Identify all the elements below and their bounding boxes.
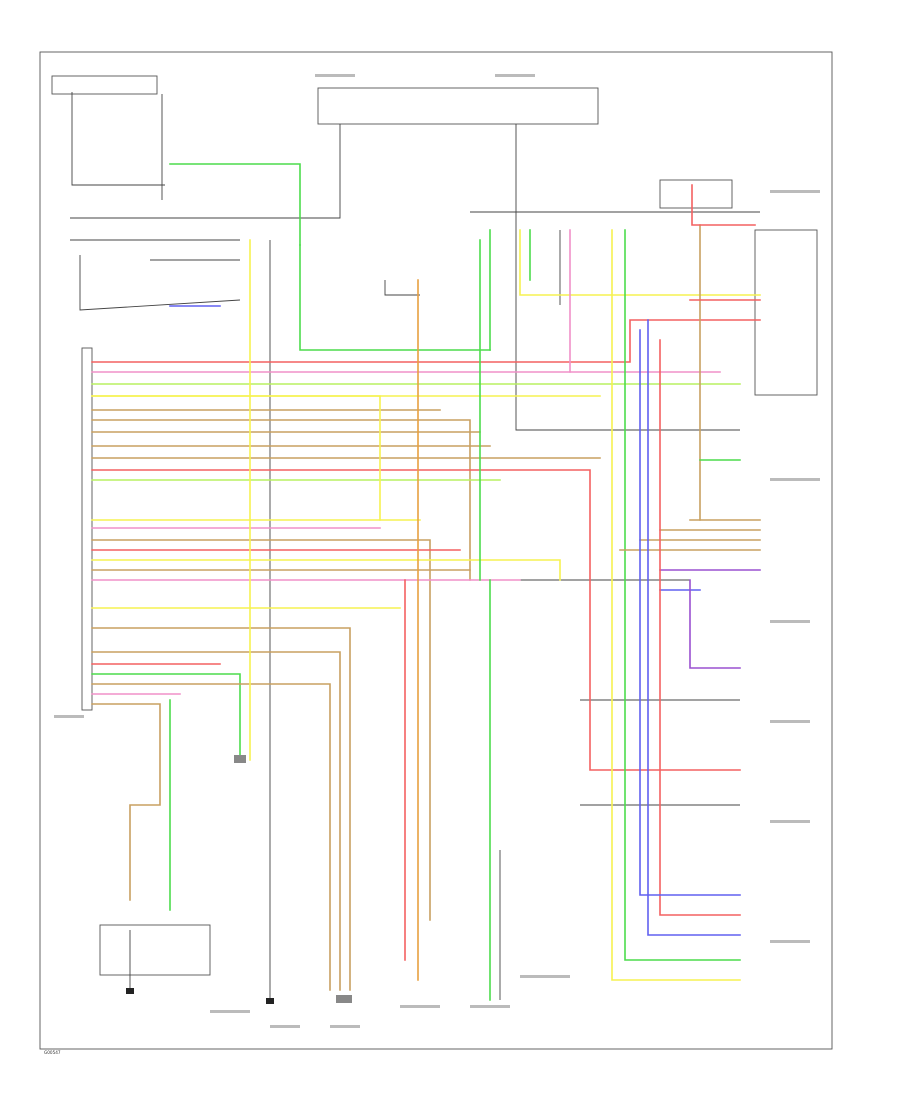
- transmission-range-switch: [754, 229, 818, 396]
- label-placeholder: [210, 1010, 250, 1013]
- diagram-id: G00547: [44, 1050, 61, 1055]
- label-placeholder: [54, 715, 84, 718]
- label-placeholder: [770, 940, 810, 943]
- component-labels: [54, 74, 820, 1028]
- cruise-module-box: [99, 924, 211, 976]
- diagram-frame: [39, 51, 833, 1050]
- ground-icon: [234, 755, 246, 763]
- colored-wires: [91, 163, 761, 1001]
- black-wires: [70, 92, 760, 1000]
- label-placeholder: [770, 820, 810, 823]
- ground-icon: [126, 988, 134, 994]
- ground-symbols: [126, 755, 352, 1004]
- label-placeholder: [495, 74, 535, 77]
- label-placeholder: [520, 975, 570, 978]
- label-placeholder: [270, 1025, 300, 1028]
- label-placeholder: [400, 1005, 440, 1008]
- label-placeholder: [770, 620, 810, 623]
- fuse-box-top: [317, 87, 599, 125]
- fuse-box-left: [51, 75, 158, 95]
- label-placeholder: [770, 720, 810, 723]
- label-placeholder: [330, 1025, 360, 1028]
- label-placeholder: [315, 74, 355, 77]
- label-placeholder: [770, 478, 820, 481]
- ecm-pcm-connector-block: [81, 347, 93, 711]
- ground-icon: [336, 995, 352, 1003]
- ground-icon: [266, 998, 274, 1004]
- shift-lever-switch-box: [659, 179, 733, 209]
- label-placeholder: [470, 1005, 510, 1008]
- label-placeholder: [770, 190, 820, 193]
